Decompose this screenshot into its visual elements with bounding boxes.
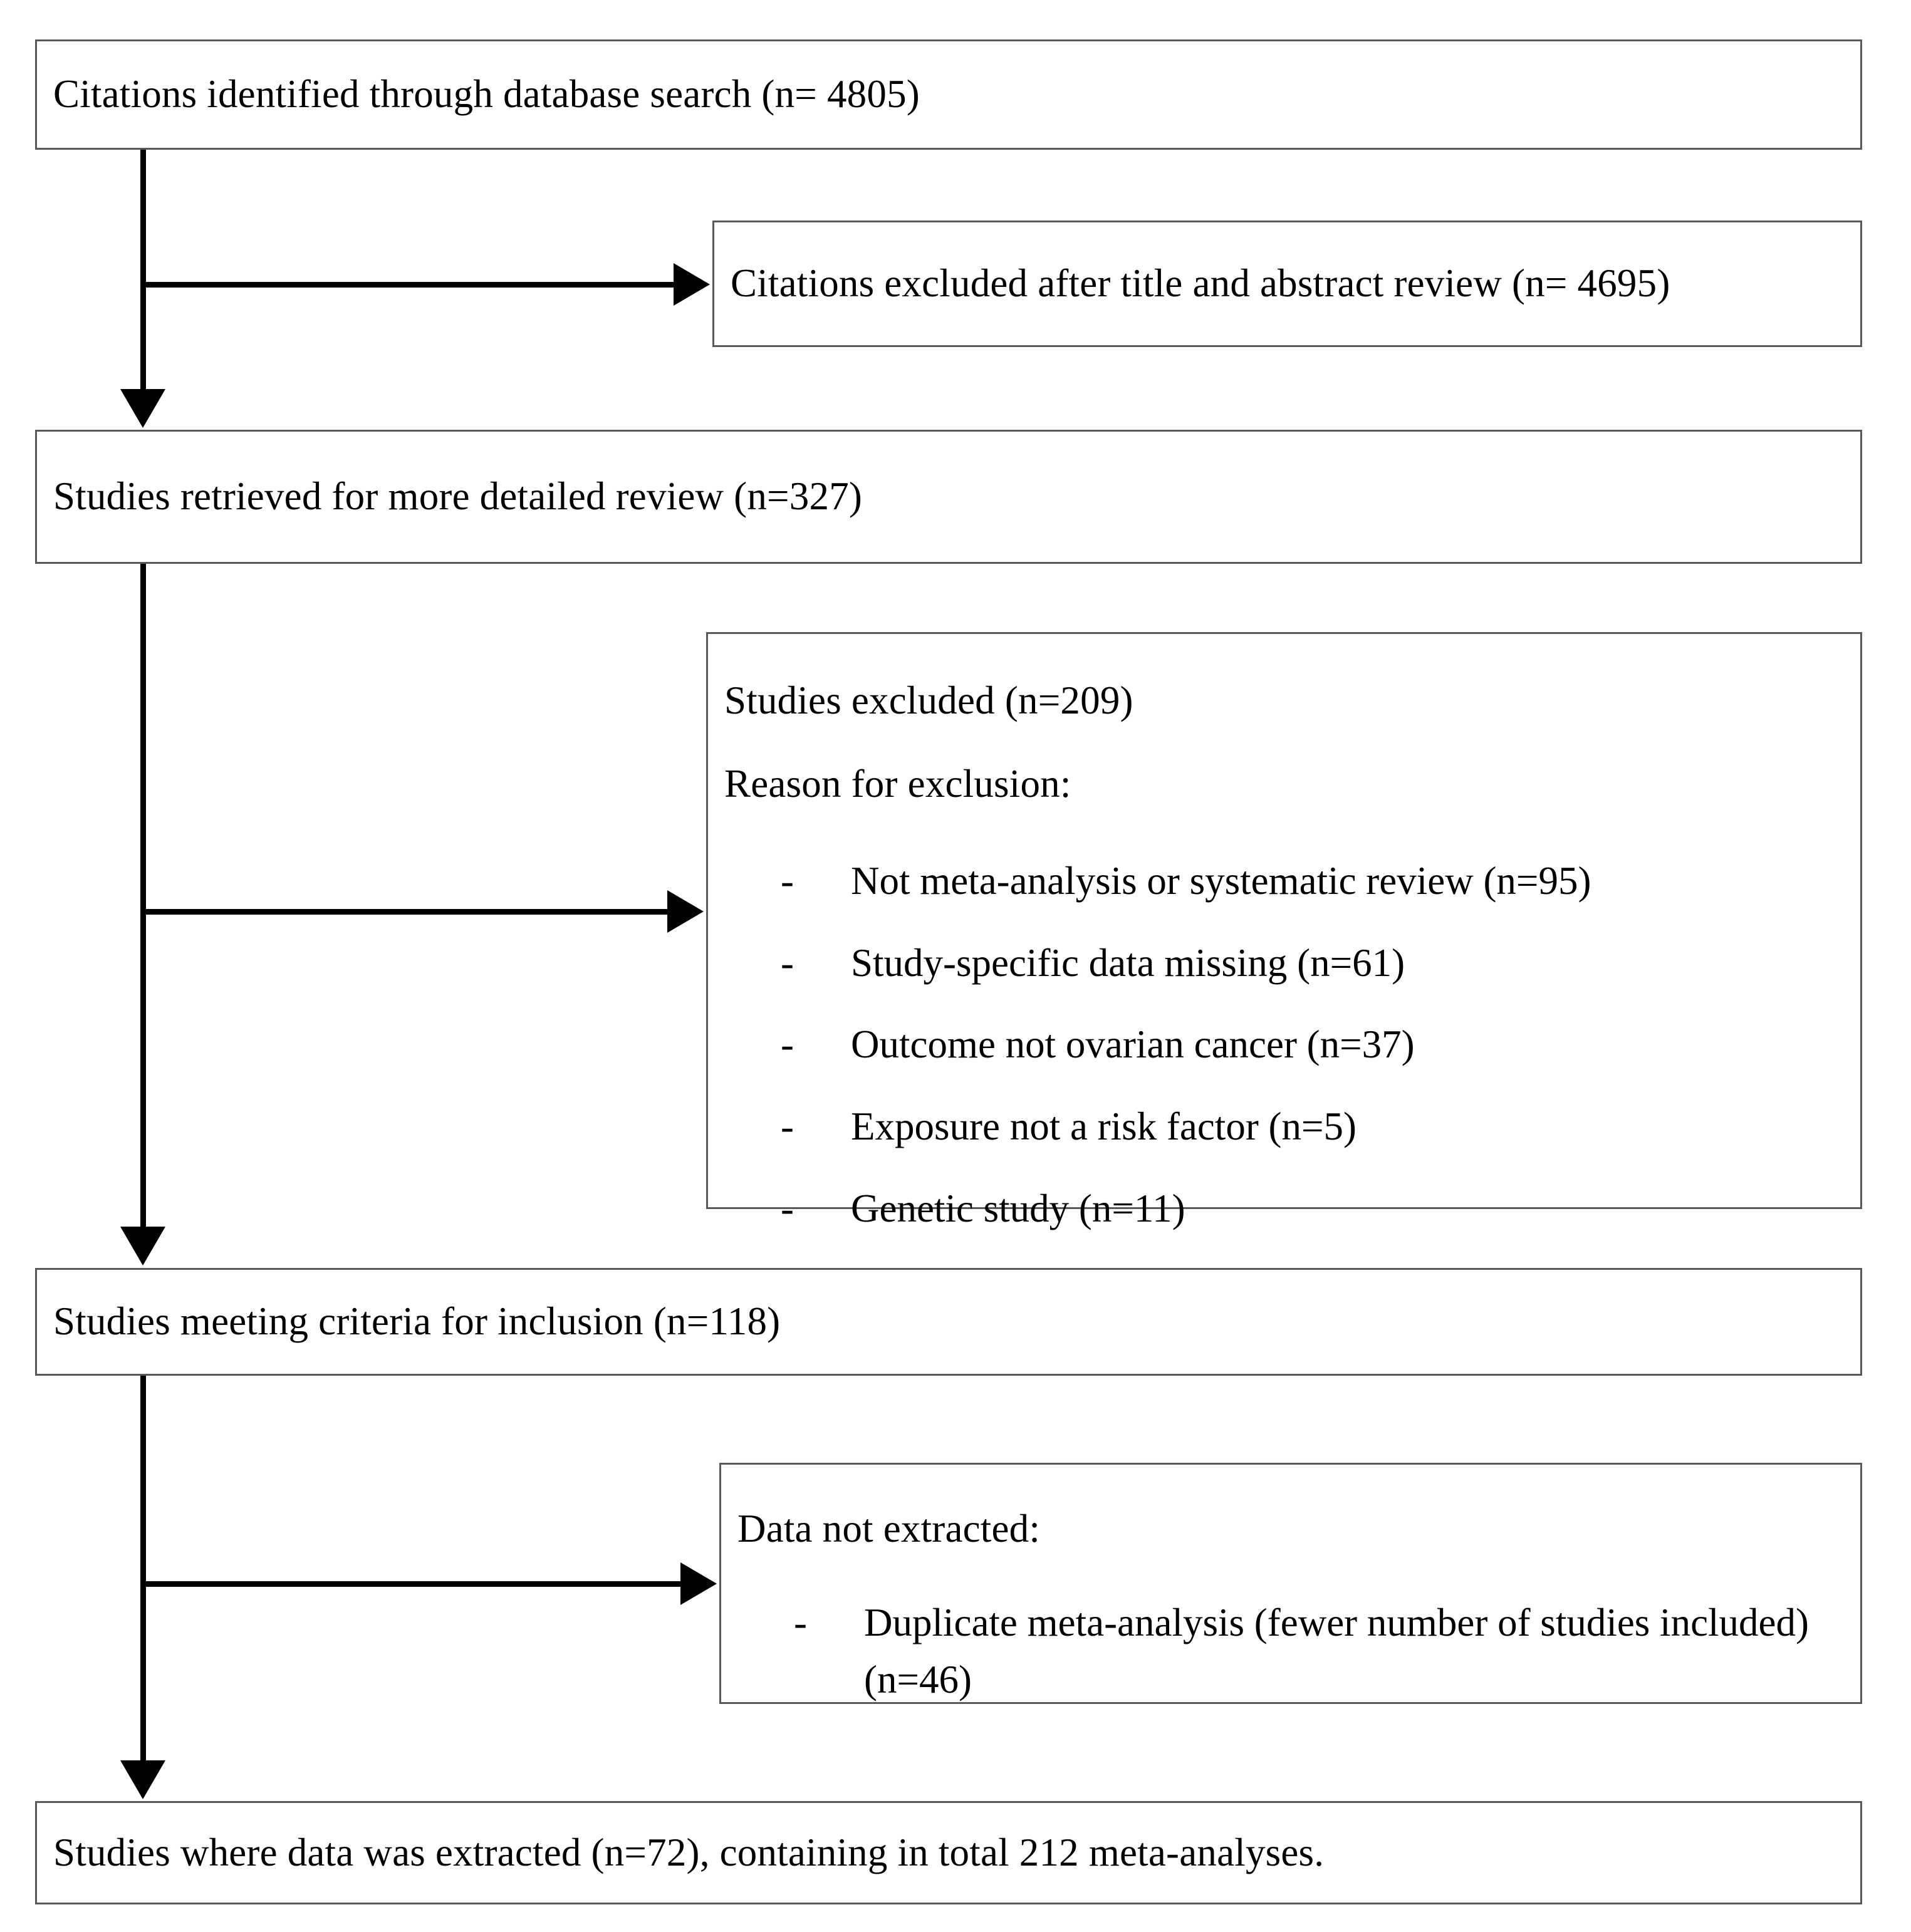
list-item: - Exposure not a risk factor (n=5) [708,1098,1860,1155]
node-studies-meeting-criteria-label: Studies meeting criteria for inclusion (… [53,1299,781,1344]
list-item: - Not meta-analysis or systematic review… [708,853,1860,910]
exclusion-reason-text: Genetic study (n=11) [851,1186,1185,1230]
list-item: - Study-specific data missing (n=61) [708,935,1860,992]
node-studies-excluded: Studies excluded (n=209) Reason for excl… [706,632,1862,1230]
node-citations-identified: Citations identified through database se… [35,39,1862,150]
connector-to-studies-excluded [140,909,670,915]
node-studies-excluded-reason-heading: Reason for exclusion: [724,762,1071,806]
exclusion-reason-list: - Not meta-analysis or systematic review… [708,853,1860,1237]
list-item: - Duplicate meta-analysis (fewer number … [721,1594,1860,1708]
list-item: - Genetic study (n=11) [708,1180,1860,1237]
bullet-dash-icon: - [781,940,794,985]
bullet-dash-icon: - [781,1186,794,1230]
not-extracted-reason-text: Duplicate meta-analysis (fewer number of… [864,1601,1809,1702]
node-studies-retrieved: Studies retrieved for more detailed revi… [35,430,1862,564]
node-studies-meeting-criteria: Studies meeting criteria for inclusion (… [35,1268,1862,1376]
node-citations-excluded-label: Citations excluded after title and abstr… [731,261,1670,306]
arrowhead-right-to-data-not-extracted [680,1562,717,1605]
list-item: - Outcome not ovarian cancer (n=37) [708,1016,1860,1073]
connector-retrieved-to-included [140,564,146,1228]
exclusion-reason-text: Not meta-analysis or systematic review (… [851,858,1591,903]
node-citations-identified-label: Citations identified through database se… [53,72,920,117]
node-data-extracted: Studies where data was extracted (n=72),… [35,1801,1862,1904]
arrowhead-right-to-citations-excluded [674,263,710,306]
exclusion-reason-text: Study-specific data missing (n=61) [851,940,1405,985]
bullet-dash-icon: - [781,1104,794,1149]
connector-to-citations-excluded [140,282,676,288]
exclusion-reason-text: Outcome not ovarian cancer (n=37) [851,1022,1415,1067]
bullet-dash-icon: - [781,858,794,903]
arrowhead-down-to-included [120,1227,165,1265]
exclusion-reason-text: Exposure not a risk factor (n=5) [851,1104,1357,1149]
arrowhead-right-to-studies-excluded [667,890,704,933]
node-studies-retrieved-label: Studies retrieved for more detailed revi… [53,474,863,519]
node-data-not-extracted: Data not extracted: - Duplicate meta-ana… [719,1463,1862,1704]
connector-identified-to-retrieved [140,150,146,390]
bullet-dash-icon: - [794,1601,807,1645]
bullet-dash-icon: - [781,1022,794,1067]
arrowhead-down-to-retrieved [120,389,165,428]
arrowhead-down-to-extracted [120,1760,165,1799]
connector-to-data-not-extracted [140,1581,683,1587]
node-data-not-extracted-heading: Data not extracted: [737,1507,1041,1550]
not-extracted-reason-list: - Duplicate meta-analysis (fewer number … [721,1594,1860,1708]
node-citations-excluded: Citations excluded after title and abstr… [712,221,1862,347]
connector-included-to-extracted [140,1376,146,1762]
node-data-extracted-label: Studies where data was extracted (n=72),… [53,1830,1325,1874]
node-studies-excluded-heading: Studies excluded (n=209) [724,678,1133,722]
